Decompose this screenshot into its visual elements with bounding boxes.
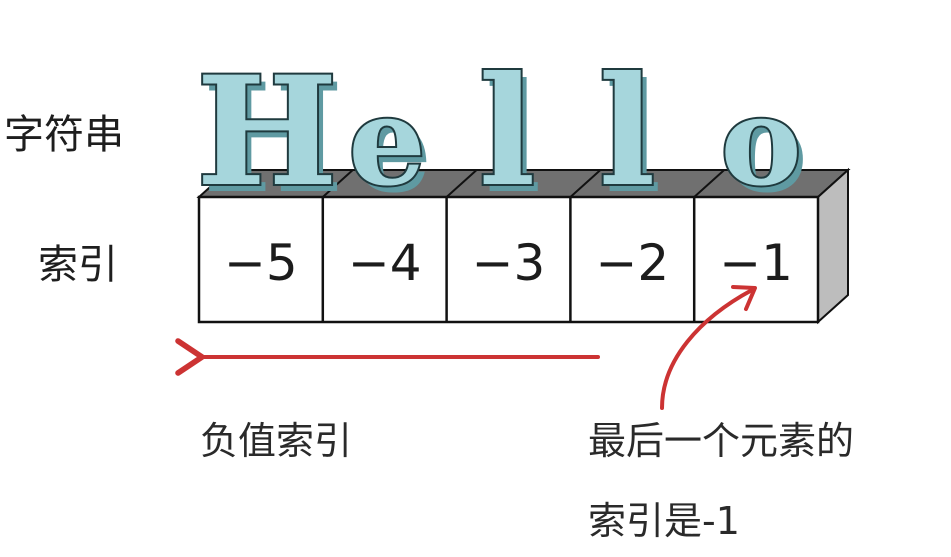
top-divider [569, 169, 602, 198]
last-element-note-line1: 最后一个元素的 [588, 419, 854, 463]
letter-l: l [599, 44, 656, 220]
index-value: −5 [224, 234, 298, 292]
letter-e: e [348, 69, 426, 213]
boxes-side-face [817, 167, 849, 325]
letter-l: l [479, 44, 536, 220]
hello-word: H e l l o H e l l o [194, 42, 808, 227]
negative-index-note: 负值索引 [200, 419, 352, 463]
index-label: 索引 [38, 242, 118, 288]
letter-shadow: l [485, 51, 542, 227]
boxes-front-face [197, 195, 820, 324]
last-element-arrowhead [731, 285, 757, 311]
index-value: −4 [348, 234, 422, 292]
letter-shadow: o [726, 76, 807, 220]
top-divider [322, 169, 354, 198]
index-value: −2 [595, 234, 669, 292]
index-boxes: −5 −4 −3 −2 −1 [196, 167, 851, 325]
letter-o: o [720, 69, 801, 213]
letter-shadow: e [354, 76, 432, 220]
letter-shadow: H [202, 51, 344, 227]
index-value: −1 [719, 234, 793, 292]
letter-h: H [196, 44, 338, 220]
last-element-note-line2: 索引是-1 [588, 499, 740, 543]
last-element-pointer-arrow [660, 288, 754, 410]
top-divider [445, 169, 478, 198]
index-value: −3 [472, 234, 546, 292]
top-divider [693, 169, 725, 198]
letter-shadow: l [605, 51, 662, 227]
string-label: 字符串 [4, 112, 124, 158]
